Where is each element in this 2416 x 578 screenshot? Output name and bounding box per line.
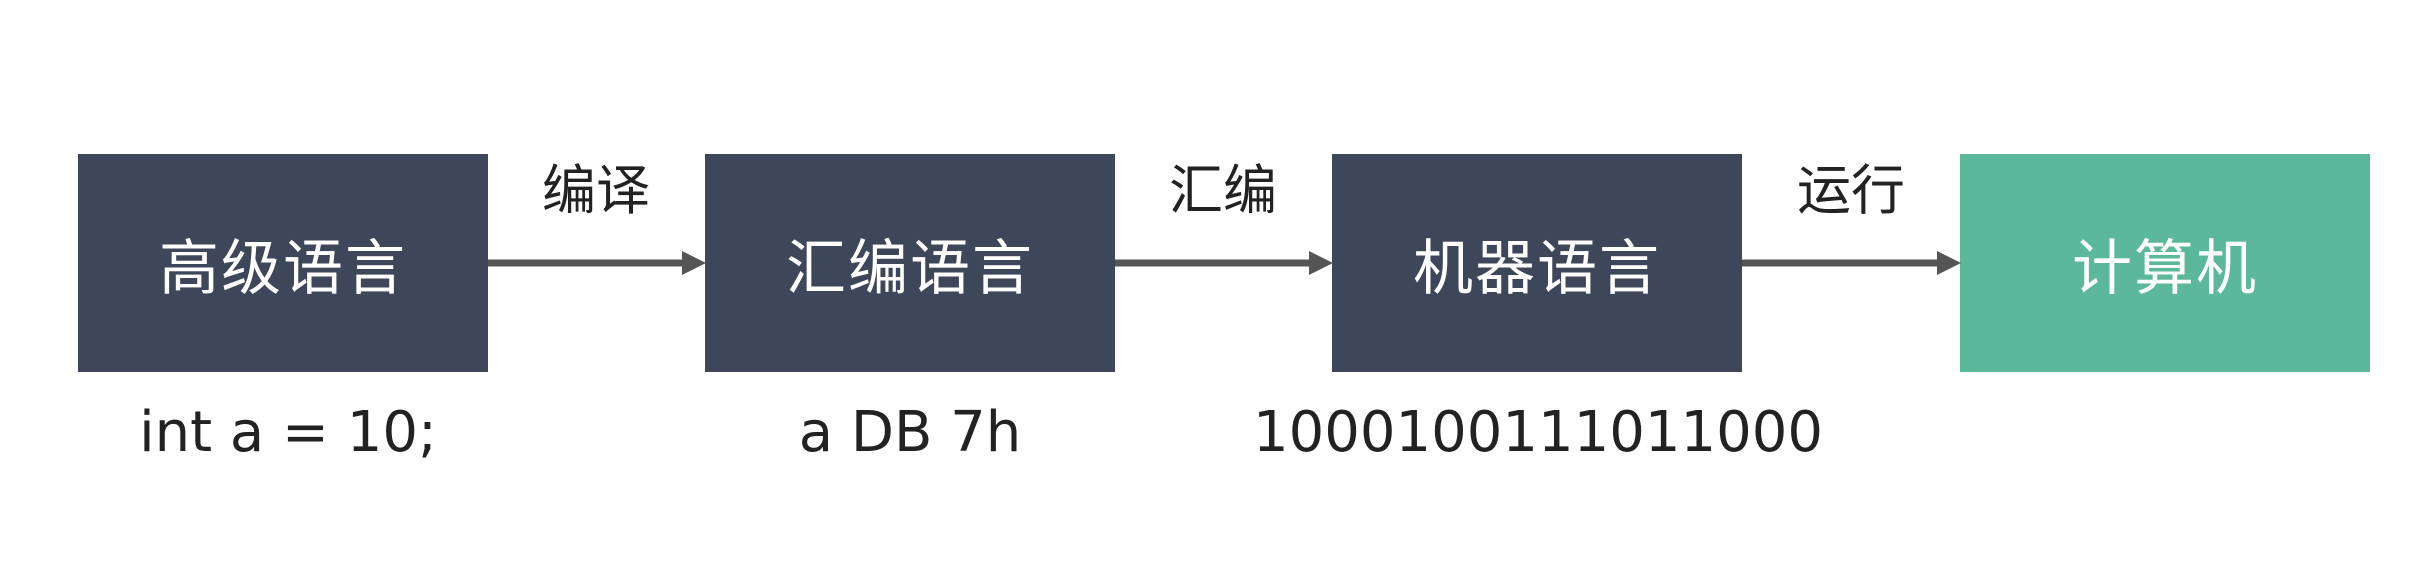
caption-assembly-example: a DB 7h xyxy=(798,400,1022,465)
arrow-assemble xyxy=(1115,251,1333,275)
edge-label-assemble: 汇编 xyxy=(1169,159,1277,222)
node-label: 计算机 xyxy=(2072,233,2258,304)
node-label: 机器语言 xyxy=(1413,233,1661,304)
node-assembly-language: 汇编语言 xyxy=(705,154,1115,372)
caption-machine-code-example: 1000100111011000 xyxy=(1252,400,1824,465)
edge-label-run: 运行 xyxy=(1797,159,1905,222)
caption-high-level-example: int a = 10; xyxy=(139,400,437,465)
arrow-compile xyxy=(488,251,706,275)
node-label: 汇编语言 xyxy=(786,233,1034,304)
node-high-level-language: 高级语言 xyxy=(78,154,488,372)
edge-label-compile: 编译 xyxy=(542,159,650,222)
node-computer: 计算机 xyxy=(1960,154,2370,372)
node-label: 高级语言 xyxy=(159,233,407,304)
arrow-run xyxy=(1742,251,1961,275)
node-machine-language: 机器语言 xyxy=(1332,154,1742,372)
